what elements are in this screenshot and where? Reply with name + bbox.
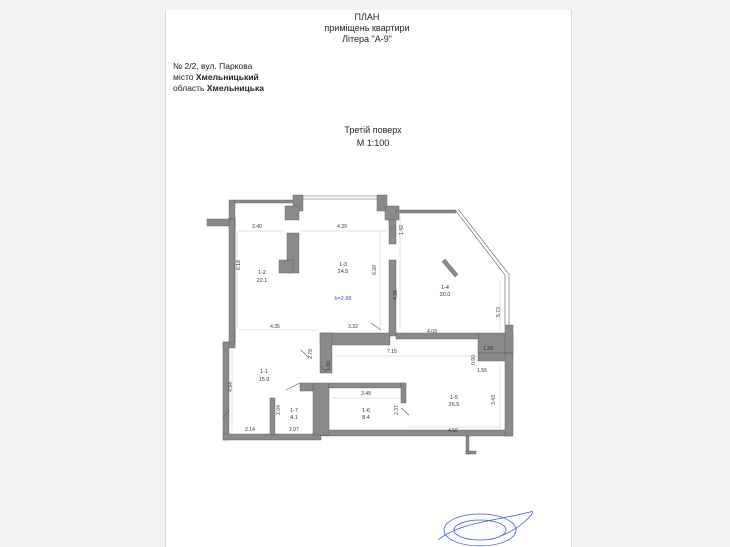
door-mark — [300, 349, 310, 359]
dim-label: 2.04 — [276, 405, 282, 415]
dim-label: 7.15 — [387, 349, 397, 355]
bay-window-line — [455, 210, 506, 276]
region-prefix: область — [173, 83, 205, 93]
wall — [269, 397, 276, 436]
dim-label: 2.07 — [289, 427, 299, 433]
dim-label: 6.20 — [372, 265, 378, 275]
street-prefix: № 2/2, — [173, 61, 199, 71]
wall — [228, 218, 236, 348]
room-id: 1-6 — [362, 408, 370, 414]
walls — [206, 194, 514, 455]
dim-label: 0.90 — [471, 355, 477, 365]
wall — [278, 259, 294, 274]
wall — [400, 382, 407, 404]
wall — [284, 205, 300, 221]
wall — [228, 199, 236, 221]
dim-label: 2.37 — [394, 405, 400, 415]
room-id: 1-1 — [260, 369, 268, 375]
address-region-line: область Хмельницька — [173, 83, 264, 94]
ceiling-height-label: h=2.88 — [335, 296, 352, 302]
dim-label: 3.32 — [348, 324, 358, 330]
wall — [395, 209, 457, 214]
room-id: 1-2 — [258, 270, 266, 276]
dim-label: 1.42 — [399, 225, 405, 235]
city-name: Хмельницький — [195, 72, 259, 82]
wall — [441, 258, 459, 278]
city-prefix: місто — [173, 72, 194, 82]
wall — [395, 332, 482, 340]
room-area: 30.0 — [440, 292, 451, 298]
dim-label: 1.56 — [477, 368, 487, 374]
dimension-labels: 2.40 4.39 1.42 6.18 6.20 4.38 5.73 4.35 … — [228, 224, 502, 434]
dim-label: 6.18 — [236, 260, 242, 270]
room-id: 1-4 — [441, 285, 449, 291]
address-street-line: № 2/2, вул. Паркова — [173, 61, 252, 72]
wall — [299, 382, 314, 392]
dim-label: 4.35 — [270, 324, 280, 330]
door-mark — [370, 322, 382, 331]
door-mark — [400, 407, 410, 416]
wall — [388, 219, 397, 245]
address-city-line: місто Хмельницький — [173, 72, 259, 83]
header-line3: Літера "А-9" — [342, 34, 392, 44]
floor-scale: М 1:100 — [356, 138, 390, 148]
dim-label: 4.56 — [448, 428, 458, 434]
dim-label: 5.73 — [496, 307, 502, 317]
door-mark — [285, 382, 301, 391]
dim-label: 4.38 — [393, 290, 399, 300]
bay-window-line — [457, 208, 509, 274]
signature — [437, 511, 533, 541]
door-mark — [222, 409, 230, 419]
dim-label: 4.39 — [337, 224, 347, 230]
stamp — [437, 511, 533, 547]
room-area: 24.5 — [338, 269, 349, 275]
dim-label: 2.40 — [252, 224, 262, 230]
dim-label: 3.43 — [491, 395, 497, 405]
wall — [376, 194, 388, 212]
floor-title: Третій поверх — [344, 125, 402, 135]
header-line2: приміщень квартири — [324, 23, 410, 33]
room-labels: 1-2 22.1 1-3 24.5 1-4 30.0 1-1 15.9 1-7 … — [257, 262, 460, 421]
wall — [504, 352, 514, 437]
dim-label: 3.48 — [361, 391, 371, 397]
outline-lines — [222, 195, 510, 419]
wall — [388, 259, 397, 337]
room-area: 22.1 — [257, 278, 268, 284]
header-line1: ПЛАН — [354, 12, 380, 22]
wall — [234, 199, 294, 204]
wall — [319, 332, 333, 374]
dim-label: 4.94 — [228, 382, 234, 392]
wall — [465, 450, 477, 455]
stamp-inner-ring — [453, 519, 507, 541]
room-area: 8.4 — [362, 415, 370, 421]
region-name: Хмельницька — [206, 83, 264, 93]
wall — [312, 382, 330, 436]
dim-label: 1.80 — [326, 361, 332, 371]
street-name: вул. Паркова — [201, 61, 253, 71]
dim-label: 2.79 — [308, 349, 314, 359]
room-area: 4.1 — [290, 415, 298, 421]
room-area: 15.9 — [259, 377, 270, 383]
stamp-ring — [443, 513, 517, 547]
dim-label: 1.28 — [483, 346, 493, 352]
wall — [328, 382, 402, 389]
wall — [504, 324, 514, 354]
dim-label: 2.14 — [245, 427, 255, 433]
room-area: 26.5 — [449, 402, 460, 408]
dimension-lines — [231, 214, 501, 430]
room-id: 1-3 — [339, 262, 347, 268]
room-id: 1-7 — [290, 408, 298, 414]
room-id: 1-5 — [450, 395, 458, 401]
wall — [320, 429, 510, 437]
door-mark — [320, 365, 327, 373]
dim-label: 4.09 — [427, 329, 437, 335]
